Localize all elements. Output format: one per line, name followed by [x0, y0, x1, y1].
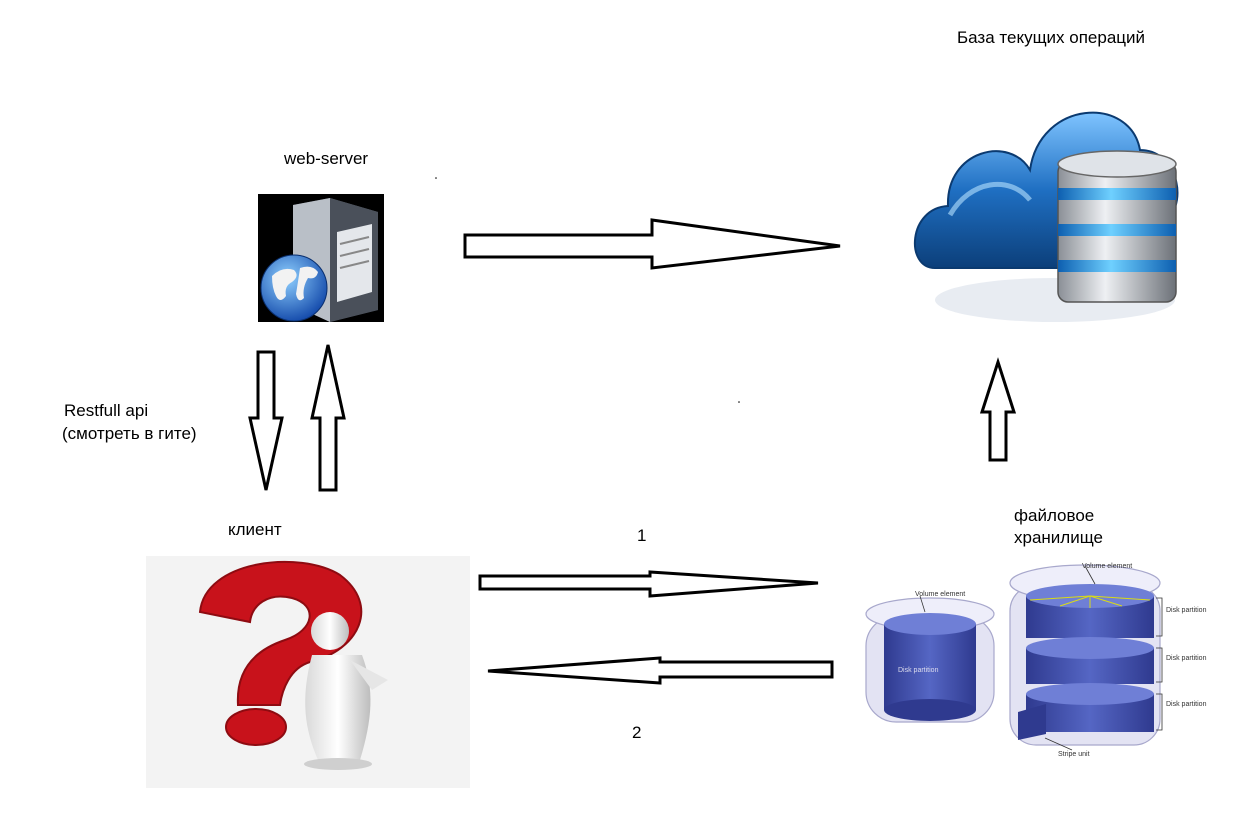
storage-label-partition-1: Disk partition [1166, 607, 1207, 614]
client-label: клиент [228, 520, 282, 539]
api-note-line2: (смотреть в гите) [62, 424, 197, 443]
arrow-webserver-to-database [463, 218, 841, 270]
file-storage-label-line1: файловое [1014, 506, 1095, 525]
arrow-storage-to-database [979, 357, 1017, 462]
request-number-label: 1 [637, 526, 647, 545]
question-person-icon [146, 556, 470, 788]
disk-storage-icon [865, 564, 1163, 751]
storage-label-stripe-unit: Stripe unit [1058, 751, 1090, 758]
arrow-client-to-webserver [310, 344, 346, 492]
storage-label-volume-top: Volume element [1082, 563, 1132, 570]
api-note-line1: Restfull api [64, 401, 149, 420]
cloud-database-icon [913, 111, 1179, 322]
storage-label-disk-partition: Disk partition [898, 667, 939, 674]
web-server-label: web-server [284, 149, 369, 168]
database-label: База текущих операций [957, 28, 1146, 47]
storage-label-partition-2: Disk partition [1166, 655, 1207, 662]
arrow-storage-to-client-2 [487, 656, 834, 685]
arrow-client-to-storage-1 [478, 570, 819, 598]
storage-label-volume-left: Volume element [915, 591, 965, 598]
response-number-label: 2 [632, 723, 642, 742]
storage-label-partition-3: Disk partition [1166, 701, 1207, 708]
file-storage-label-line2: хранилище [1014, 528, 1103, 547]
arrow-webserver-to-client [248, 350, 284, 491]
server-globe-icon [258, 194, 384, 322]
